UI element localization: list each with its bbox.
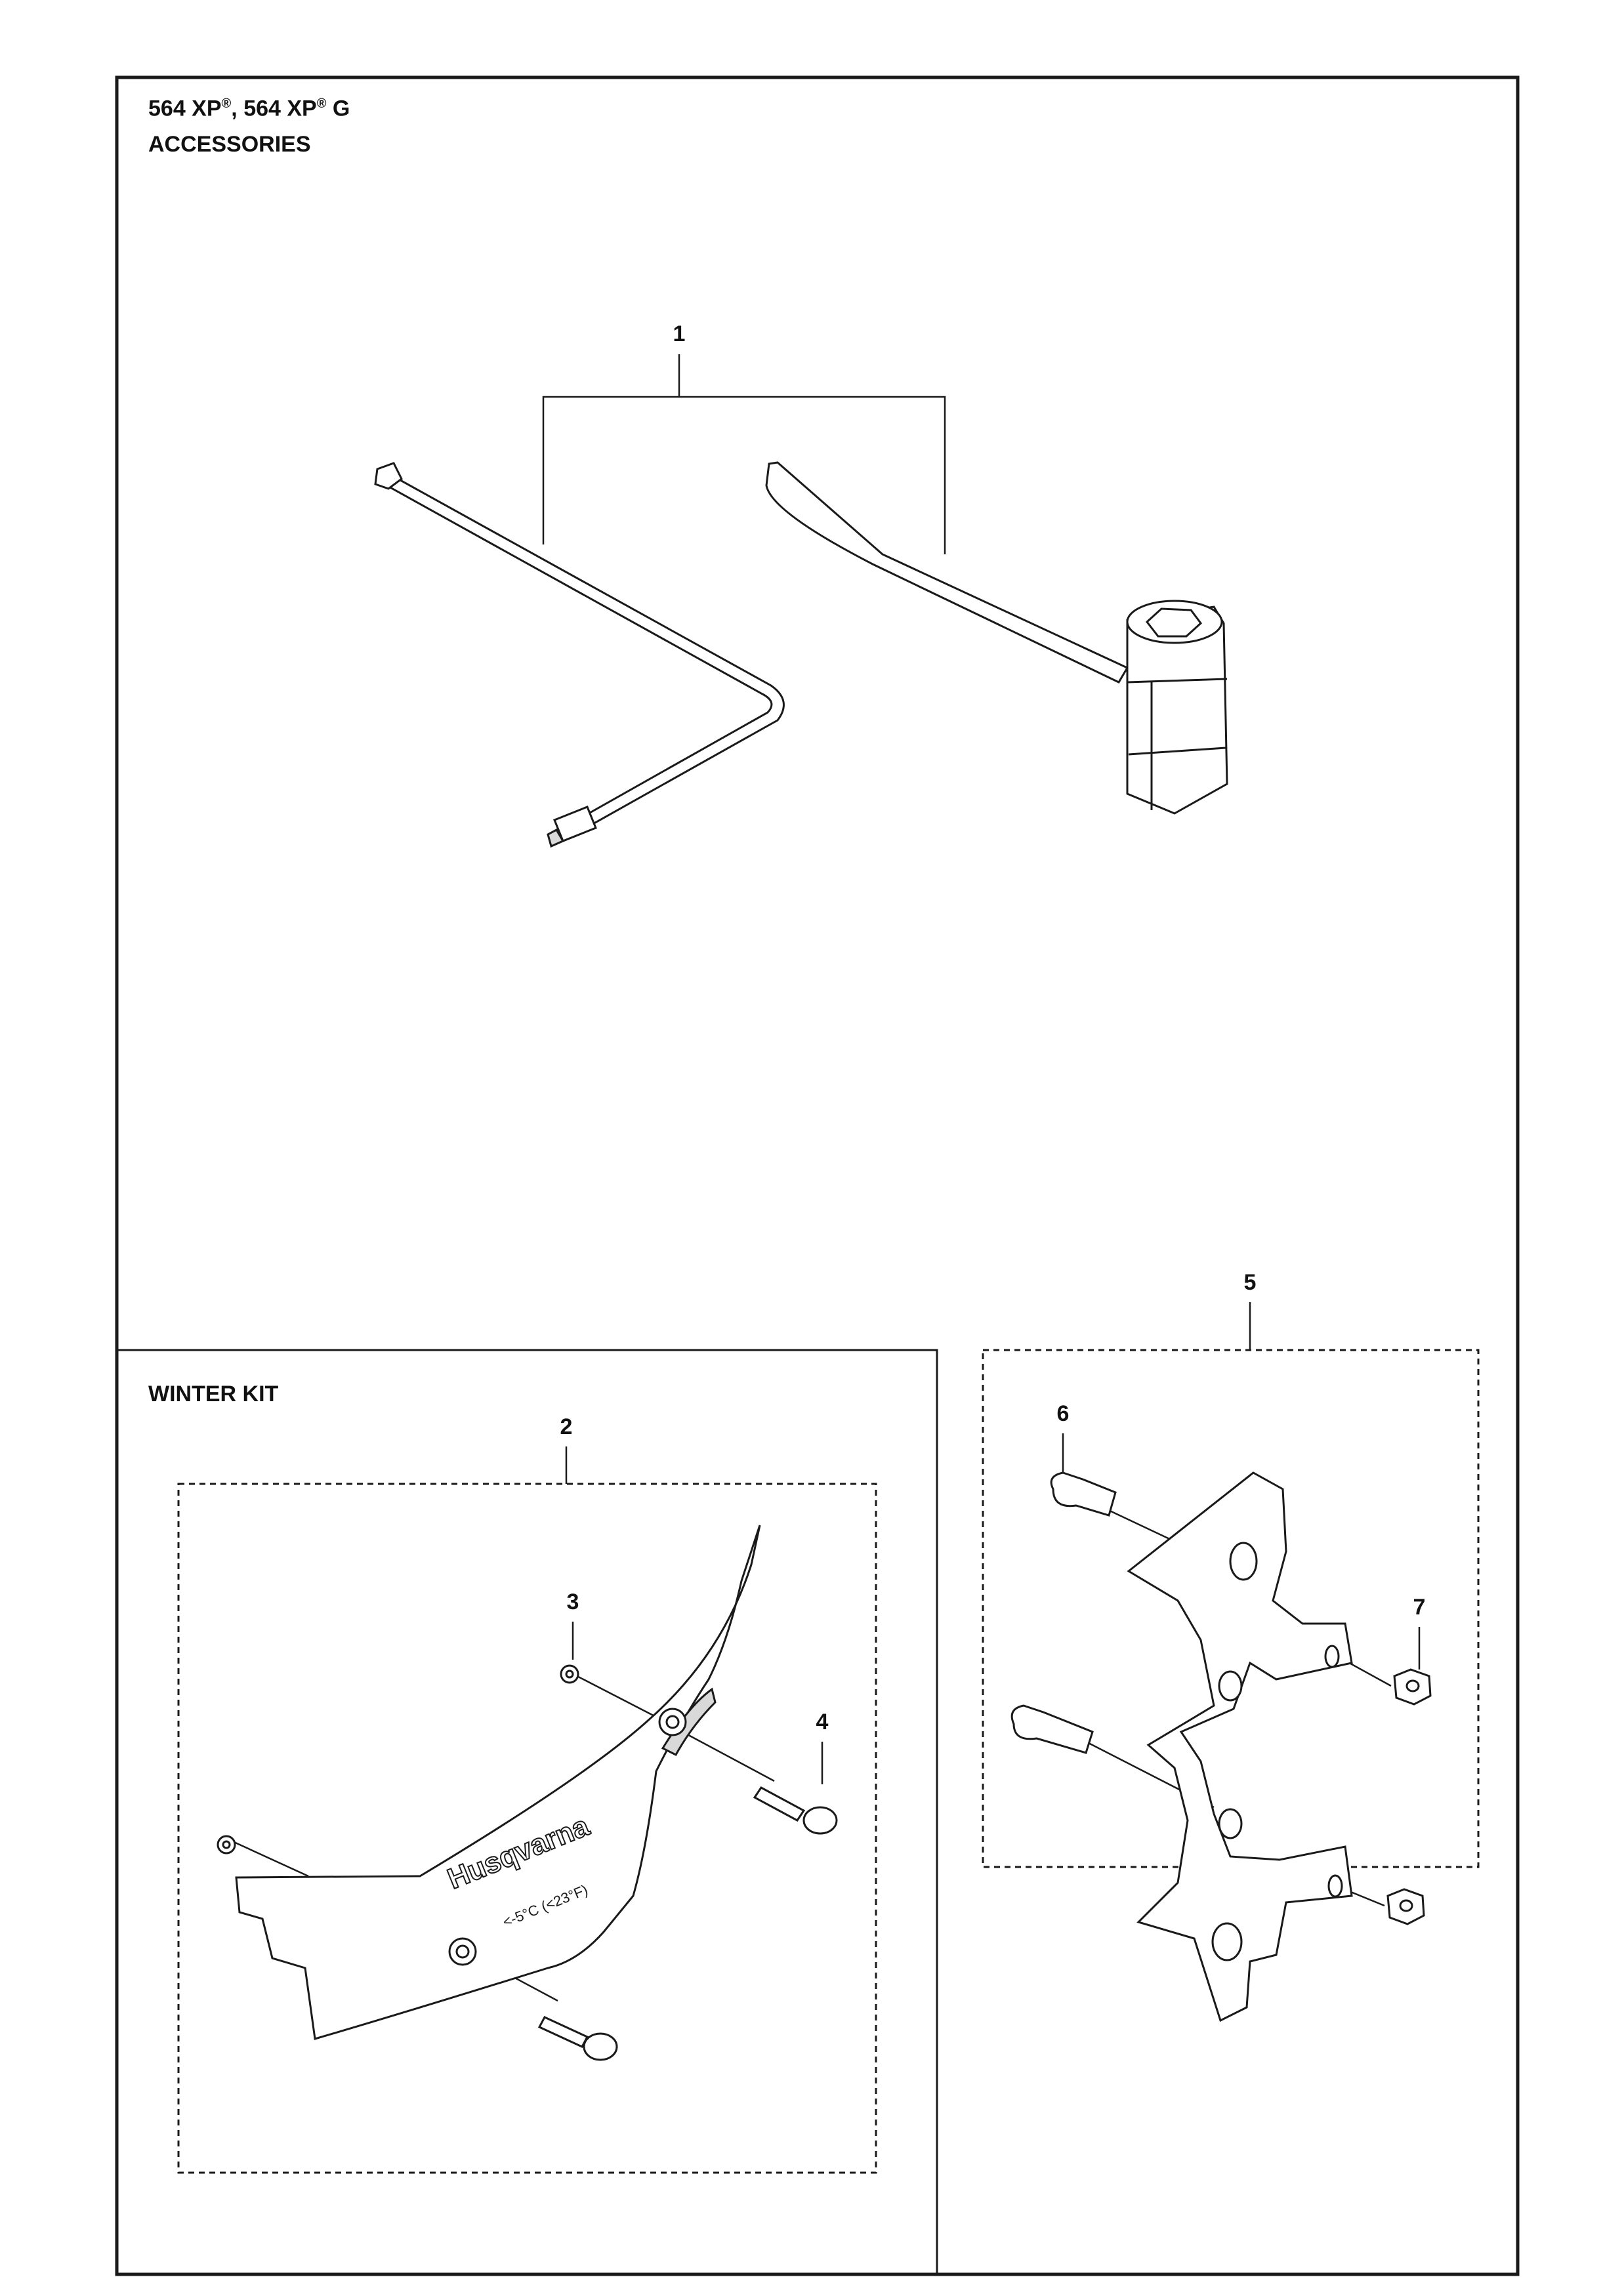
callout-6: 6 [1056, 1401, 1070, 1426]
callout-3: 3 [566, 1589, 579, 1614]
callout-5: 5 [1243, 1270, 1257, 1295]
registered-mark-a: ® [221, 96, 232, 111]
torx-key-illustration [374, 462, 785, 848]
callout-2: 2 [560, 1414, 573, 1439]
leader-lines [229, 354, 1421, 2002]
model-b: 564 XP [243, 96, 317, 121]
callout-1: 1 [673, 321, 686, 346]
model-b-suffix: G [332, 96, 350, 121]
page-subtitle: ACCESSORIES [148, 132, 311, 157]
title-separator: , [231, 96, 238, 121]
callout-4: 4 [816, 1710, 829, 1734]
registered-mark-b: ® [316, 96, 327, 111]
winter-cover-illustration: Husqvarna <-5°C (<23°F) [217, 1525, 838, 2061]
winter-kit-frame [117, 1349, 938, 2274]
winter-kit-label: WINTER KIT [148, 1382, 279, 1406]
combination-spanner-illustration [765, 461, 1228, 815]
guide-plate-illustration [1010, 1471, 1432, 2022]
outer-frame [115, 75, 1520, 2276]
page-title: 564 XP®, 564 XP® G [148, 97, 350, 119]
model-a: 564 XP [148, 96, 222, 121]
callout-7: 7 [1413, 1595, 1426, 1620]
winter-cover-dashed-box [177, 1483, 877, 2174]
